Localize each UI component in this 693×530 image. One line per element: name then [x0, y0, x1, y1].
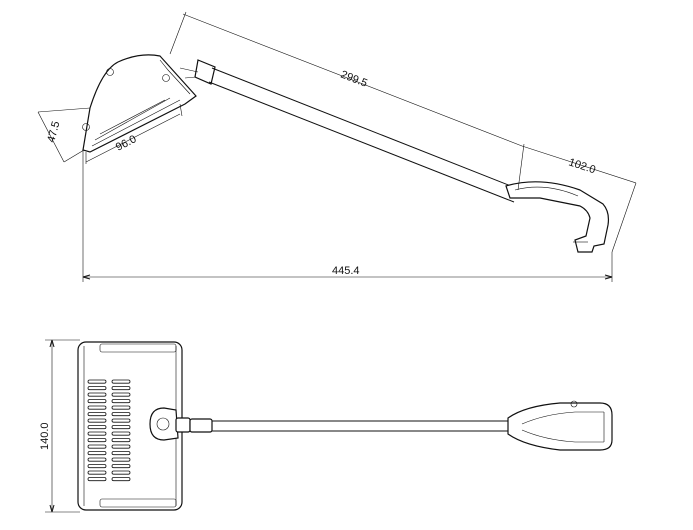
vent-slot [111, 470, 131, 475]
bracket-side [505, 181, 610, 253]
vent-slot [87, 418, 107, 423]
vent-slot [111, 477, 131, 482]
vent-slot [87, 425, 107, 430]
side-view: 299.5 102.0 96.0 47.5 [37, 11, 637, 282]
lamp-head-top [77, 341, 183, 511]
dimension-arm-label: 299.5 [339, 69, 369, 90]
arm-top [212, 420, 512, 432]
vent-slot [111, 457, 131, 462]
vent-slot [111, 425, 131, 430]
vent-slot [87, 457, 107, 462]
vent-slot [111, 444, 131, 449]
bracket-top [507, 400, 613, 451]
dimension-overall-label: 445.4 [332, 265, 360, 277]
vent-slot [87, 444, 107, 449]
top-view: 140.0 [39, 339, 613, 513]
dimension-head-depth-label: 47.5 [45, 120, 62, 144]
vent-slot [111, 379, 131, 384]
vent-slot [87, 399, 107, 404]
vent-slot [87, 464, 107, 469]
dimension-head-width-label: 140.0 [39, 422, 51, 450]
vent-slot [111, 418, 131, 423]
vent-slot [111, 451, 131, 456]
arm-knuckle-top [149, 407, 213, 441]
vent-slot [87, 477, 107, 482]
vent-slot [111, 438, 131, 443]
vent-slot [87, 470, 107, 475]
vent-slot [111, 412, 131, 417]
vent-slot [111, 399, 131, 404]
vent-slot [87, 405, 107, 410]
arm-side [179, 59, 517, 203]
vent-slot [111, 405, 131, 410]
vent-slot [87, 379, 107, 384]
vent-slot [111, 392, 131, 397]
vent-slot [111, 431, 131, 436]
dimension-overall: 445.4 [82, 150, 613, 282]
vent-slot [111, 386, 131, 391]
vent-slot [87, 431, 107, 436]
dimension-head-width: 140.0 [39, 339, 80, 513]
vent-slot [87, 451, 107, 456]
dimension-bracket-label: 102.0 [567, 156, 597, 176]
ventilation-slots [87, 379, 131, 482]
lamp-head-side [82, 54, 197, 153]
vent-slot [87, 386, 107, 391]
dimension-arm: 299.5 [169, 11, 525, 191]
vent-slot [111, 464, 131, 469]
vent-slot [87, 392, 107, 397]
vent-slot [87, 438, 107, 443]
vent-slot [87, 412, 107, 417]
dimension-head-depth: 47.5 [37, 107, 91, 163]
